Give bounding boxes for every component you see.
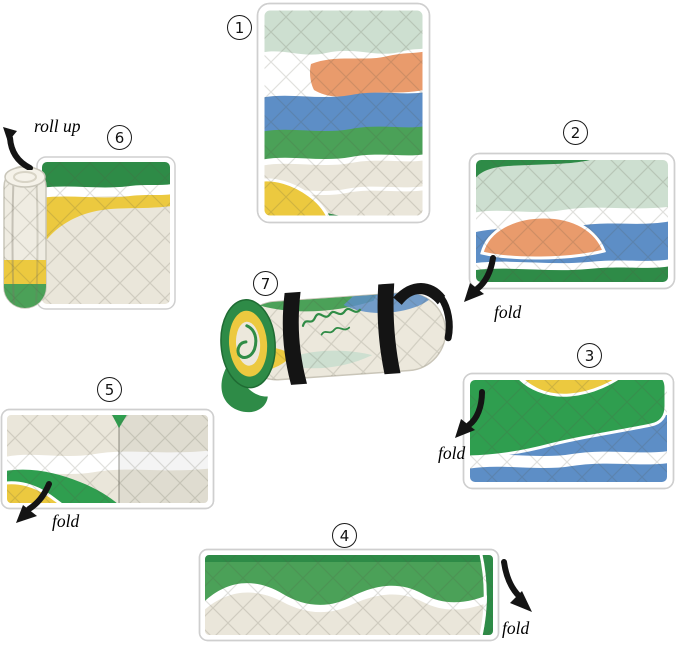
blanket-step4-strip: [198, 548, 500, 642]
roll-cylinder: [3, 165, 47, 309]
fold-arrow-step2-icon: [464, 255, 496, 302]
blanket-step5-strip-folded: [0, 408, 215, 510]
step-4-action-label: fold: [502, 618, 530, 638]
step-5-action-label: fold: [52, 511, 80, 531]
blanket-step6-rolling: [3, 156, 176, 310]
strap-right: [377, 283, 401, 375]
blanket-step1-unfolded: [256, 2, 431, 224]
strap-left: [282, 291, 307, 385]
blanket-step7-rolled: [220, 283, 453, 413]
step-5-number: 5: [97, 377, 122, 402]
fold-arrow-step4-icon: [501, 559, 532, 612]
step-4-number: 4: [332, 523, 357, 548]
blanket-landscape-print: [262, 8, 425, 218]
roll-up-arrow-icon: [3, 127, 33, 170]
roll-end-spiral: [220, 299, 276, 389]
step-1-number: 1: [227, 15, 252, 40]
step-3-action-label: fold: [438, 443, 466, 463]
handwritten-print-squiggle: [301, 307, 362, 327]
step-6-action-label: roll up: [34, 116, 81, 136]
carry-handle: [393, 283, 446, 305]
step-2-action-label: fold: [494, 302, 522, 322]
blanket-step2-half-folded: [468, 152, 676, 290]
step-2-number: 2: [563, 120, 588, 145]
step-6-number: 6: [107, 125, 132, 150]
blanket-step3-flap-folded: [462, 372, 675, 490]
step-7-number: 7: [253, 271, 278, 296]
fold-arrow-step5-icon: [16, 481, 52, 523]
flat-part: [40, 160, 172, 306]
step-3-number: 3: [577, 343, 602, 368]
fold-arrow-step3-icon: [455, 389, 485, 438]
